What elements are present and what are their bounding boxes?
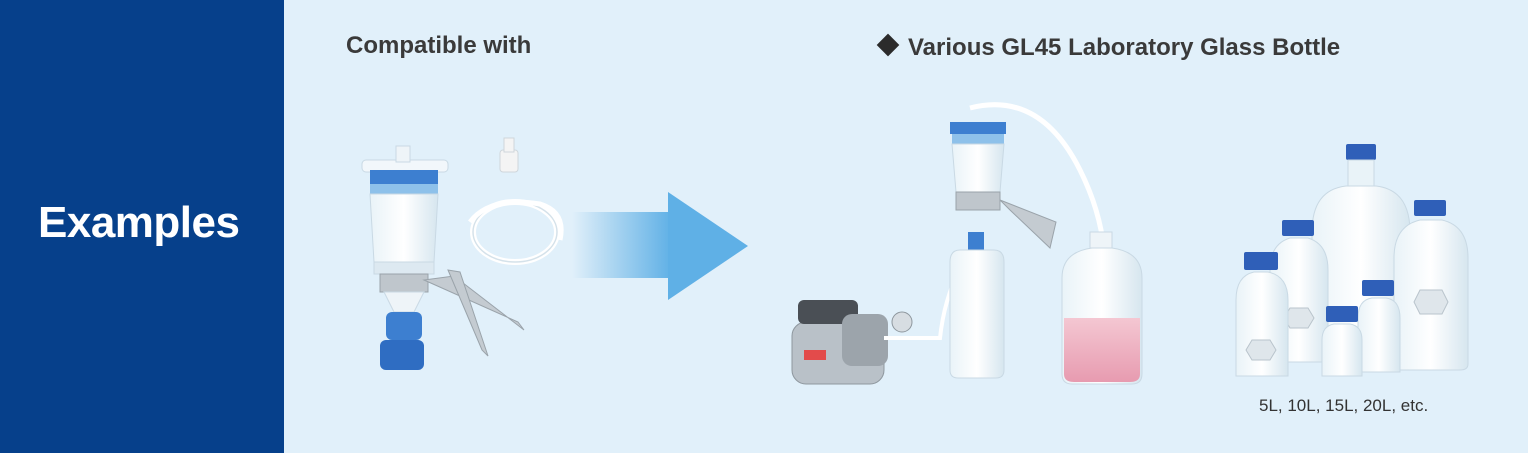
arrow-icon (572, 192, 748, 300)
receiver-bottle-image (1061, 231, 1143, 385)
tubing-image (468, 137, 564, 265)
product-title-row: Various GL45 Laboratory Glass Bottle (876, 33, 1341, 62)
assembled-filter-image (949, 102, 1107, 379)
product-title: Various GL45 Laboratory Glass Bottle (908, 34, 1341, 61)
glass-bottles-image (1235, 144, 1469, 377)
vacuum-pump-image (791, 267, 962, 385)
compatible-label: Compatible with (346, 32, 532, 59)
sidebar-panel: Examples (0, 0, 284, 453)
bottle-sizes-caption: 5L, 10L, 15L, 20L, etc. (1259, 396, 1429, 415)
sidebar-title: Examples (38, 198, 240, 247)
filter-funnel-image (361, 145, 525, 370)
